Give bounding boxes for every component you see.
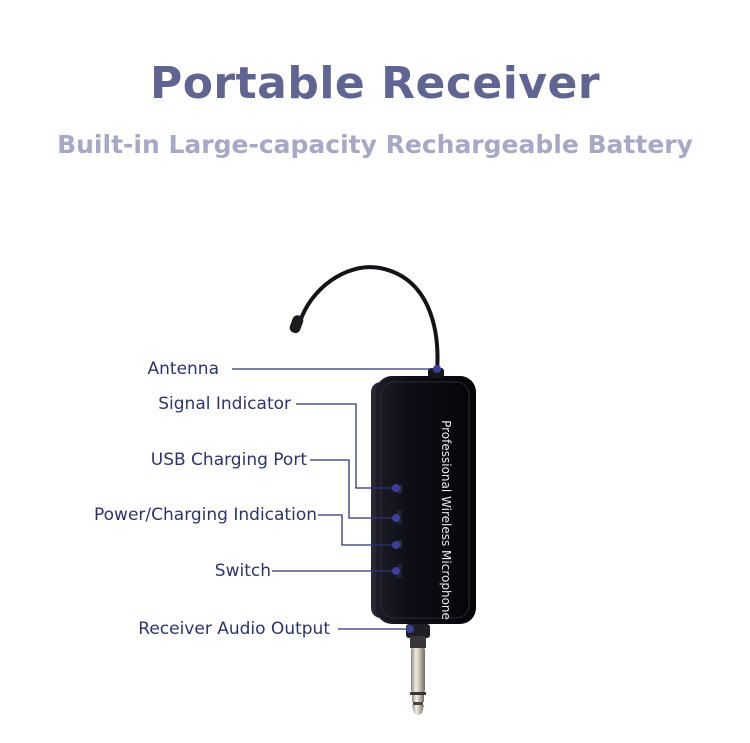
page-title: Portable Receiver xyxy=(149,58,601,109)
antenna-tip xyxy=(289,315,304,334)
dot-signal xyxy=(392,484,400,492)
leader-lines xyxy=(232,368,437,630)
page-subtitle: Built-in Large-capacity Rechargeable Bat… xyxy=(57,130,693,159)
power-charging-indication-label: Power/Charging Indication xyxy=(94,505,317,525)
antenna-wire xyxy=(298,265,440,374)
dot-usb xyxy=(392,514,400,522)
switch-label: Switch xyxy=(214,561,271,581)
dot-audio xyxy=(406,625,414,633)
audio-jack xyxy=(406,624,430,715)
signal-indicator-label: Signal Indicator xyxy=(158,394,291,414)
device-body-text: Professional Wireless Microphone xyxy=(439,420,453,620)
leader-dots xyxy=(392,365,441,633)
leader-signal-indicator xyxy=(296,403,396,489)
usb-charging-port-label: USB Charging Port xyxy=(150,450,307,470)
port-power xyxy=(398,540,402,548)
dot-switch xyxy=(392,567,400,575)
dot-antenna xyxy=(433,365,441,373)
antenna-label: Antenna xyxy=(147,359,220,379)
port-signal xyxy=(398,485,402,493)
dot-power xyxy=(392,541,400,549)
leader-usb-port xyxy=(310,459,396,519)
audio-output-label: Receiver Audio Output xyxy=(138,619,330,639)
receiver-body: Professional Wireless Microphone xyxy=(371,368,476,624)
leader-power-indication xyxy=(318,514,396,546)
